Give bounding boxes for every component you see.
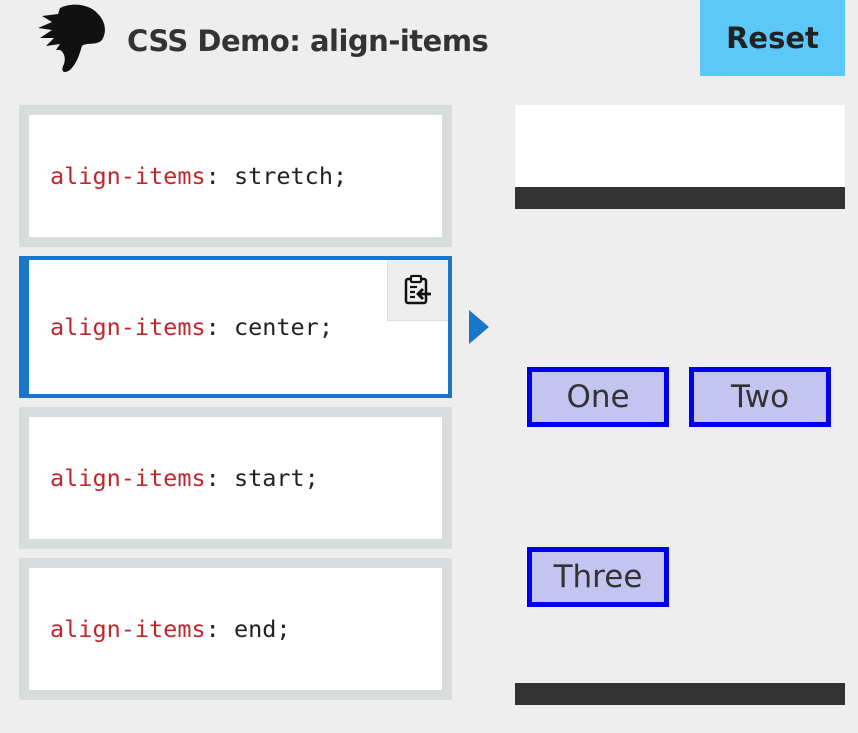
flex-container: One Two Three — [515, 187, 845, 705]
copy-button[interactable] — [387, 260, 448, 321]
clipboard-copy-icon — [404, 274, 431, 305]
item-three: Three — [527, 547, 669, 607]
choice-end[interactable]: align-items: end; — [19, 558, 452, 700]
choice-code: align-items: end; — [50, 615, 291, 643]
item-one: One — [527, 367, 669, 427]
triangle-right-icon — [469, 310, 489, 344]
choice-code: align-items: start; — [50, 464, 319, 492]
choice-start[interactable]: align-items: start; — [19, 407, 452, 549]
choice-code: align-items: center; — [50, 313, 333, 341]
choice-code: align-items: stretch; — [50, 162, 348, 190]
choice-stretch[interactable]: align-items: stretch; — [19, 105, 452, 247]
dino-logo-icon — [38, 4, 105, 72]
output-panel: One Two Three — [515, 105, 845, 705]
choice-center[interactable]: align-items: center; — [19, 256, 452, 398]
item-two: Two — [689, 367, 831, 427]
header: CSS Demo: align-items Reset — [0, 0, 858, 80]
page-title: CSS Demo: align-items — [127, 24, 489, 58]
reset-button[interactable]: Reset — [700, 0, 845, 76]
